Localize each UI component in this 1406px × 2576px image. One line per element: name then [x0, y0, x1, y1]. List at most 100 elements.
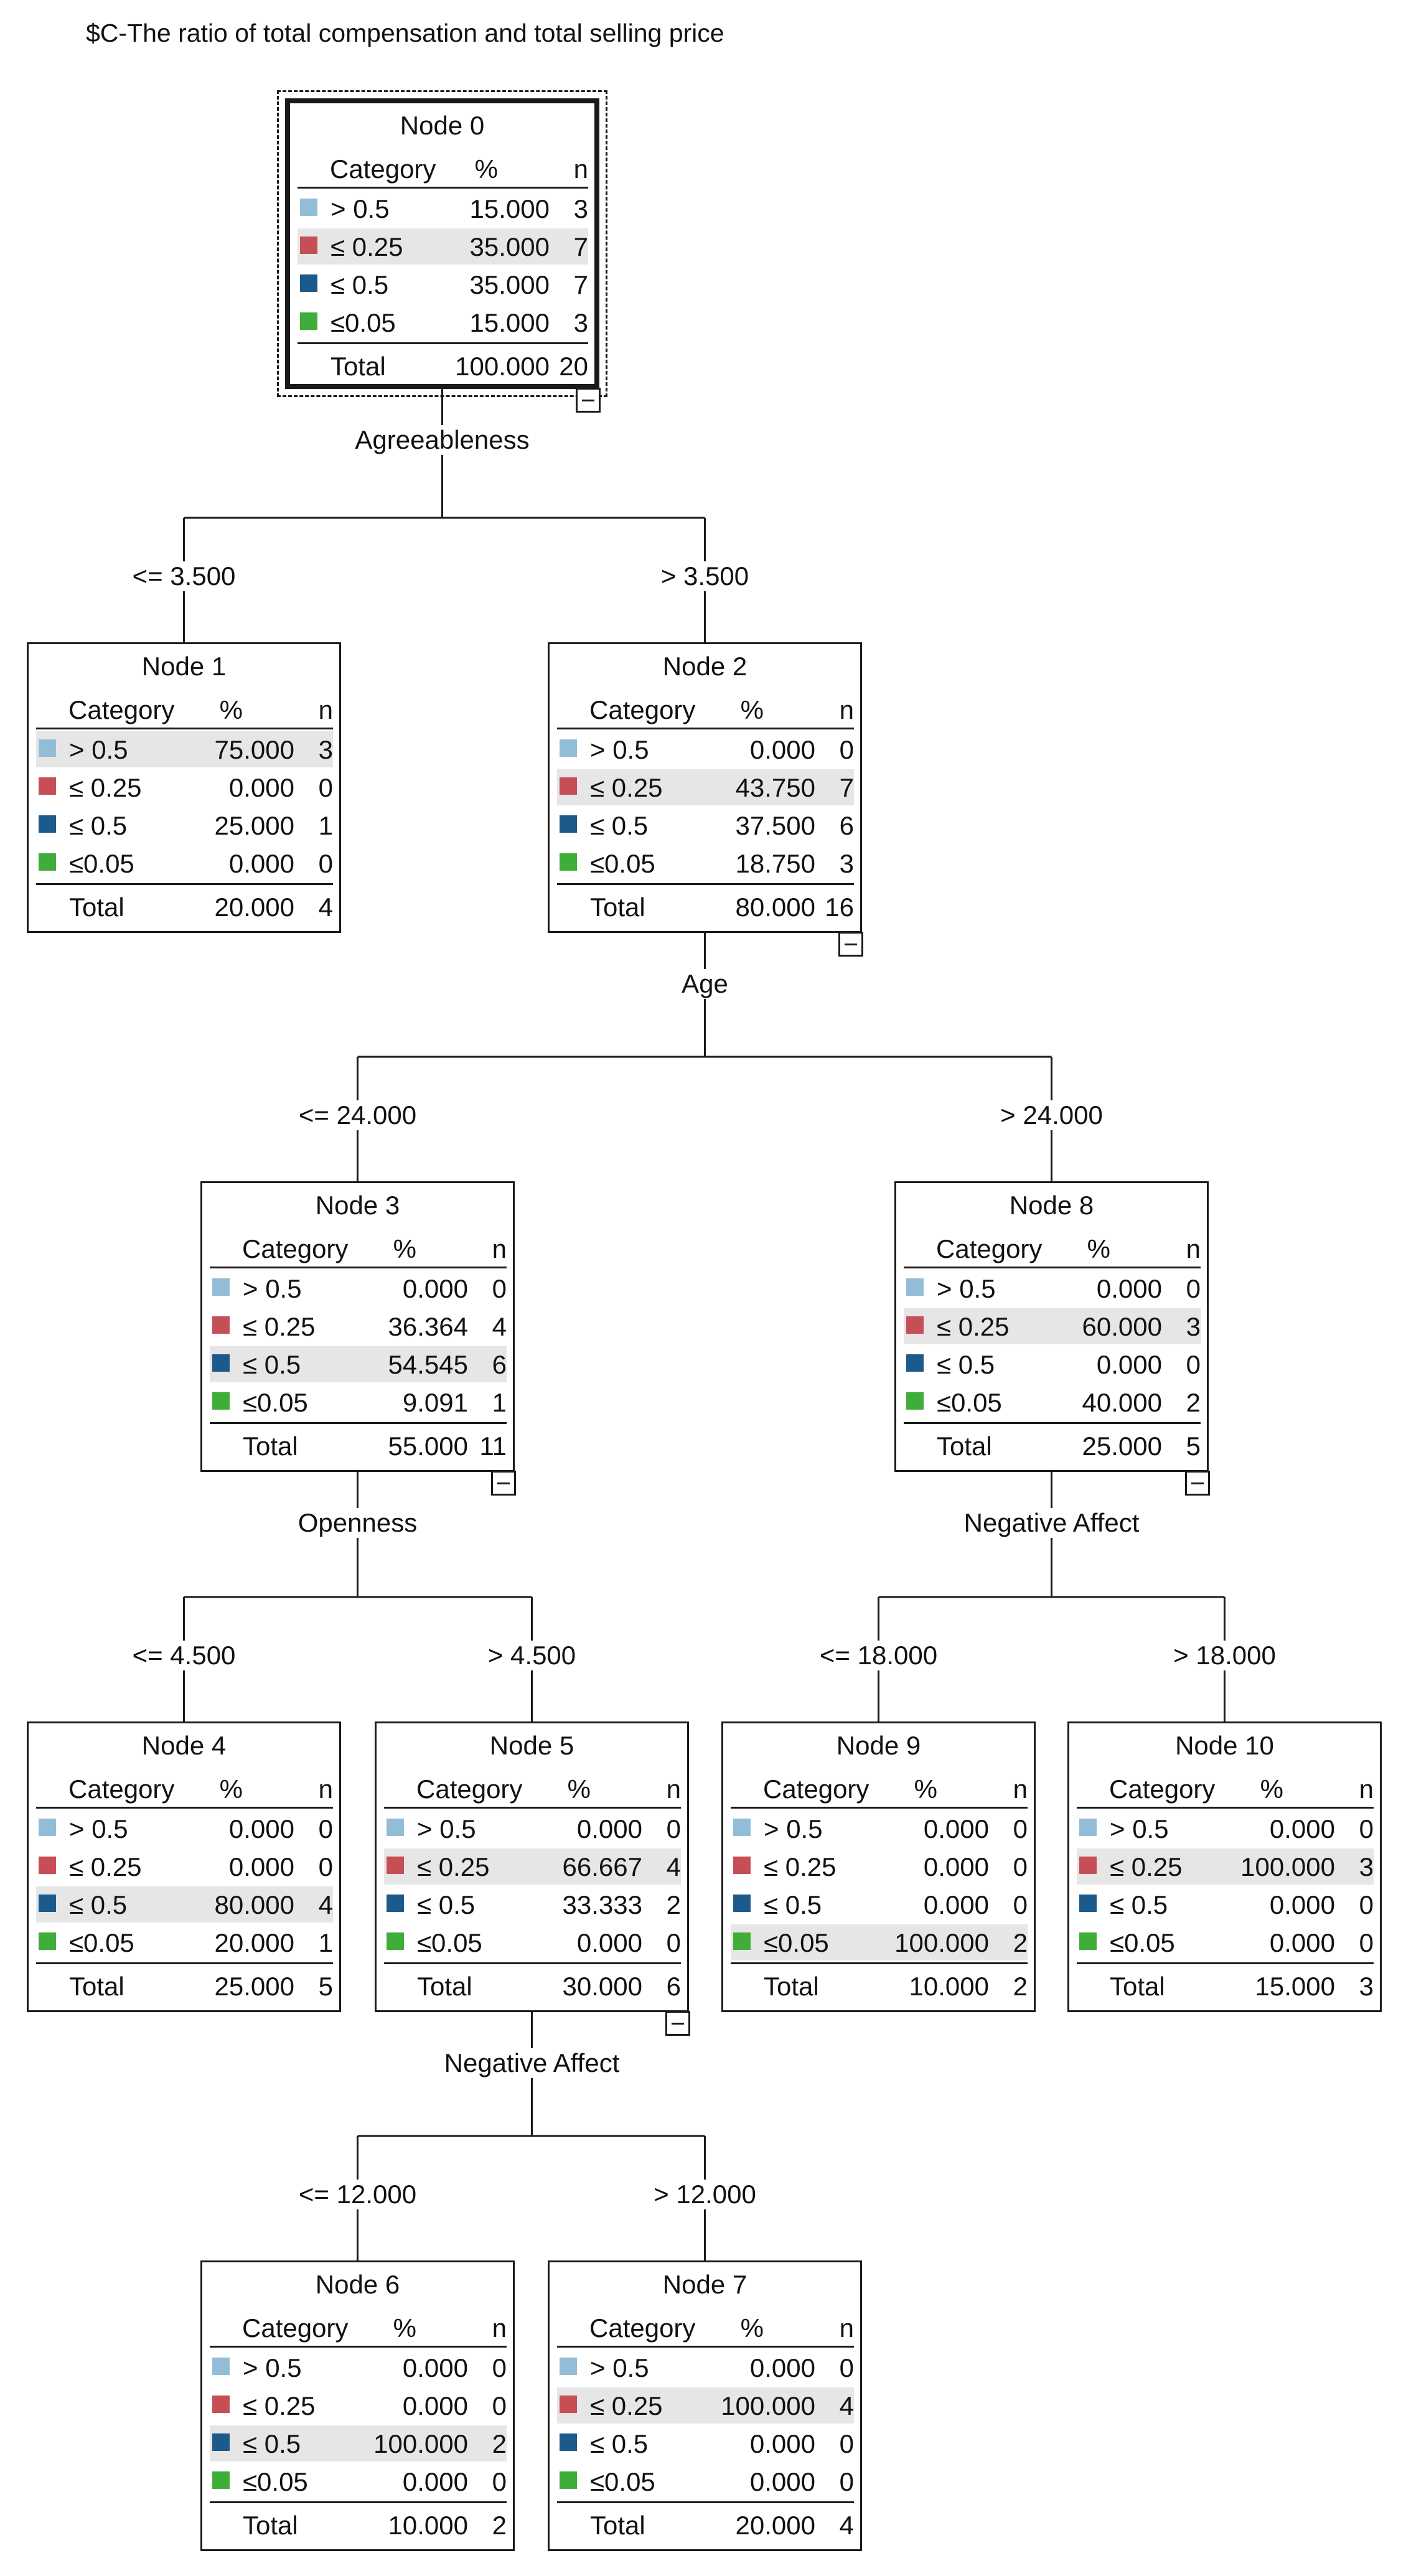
category-swatch: [39, 739, 56, 757]
category-swatch: [39, 815, 56, 833]
node-title: Node 0: [400, 111, 485, 140]
divider: [298, 342, 588, 344]
category-percent: 36.364: [388, 1312, 468, 1341]
category-count: 0: [839, 735, 854, 764]
collapse-toggle-button[interactable]: [838, 932, 863, 957]
node-title: Node 10: [1175, 1731, 1274, 1760]
collapse-toggle-button[interactable]: [491, 1471, 516, 1496]
category-label: ≤ 0.5: [1110, 1890, 1168, 1919]
category-label: ≤0.05: [764, 1928, 829, 1957]
total-percent: 10.000: [388, 2511, 468, 2540]
branch-condition-label: <= 12.000: [296, 2180, 419, 2209]
total-count: 6: [666, 1972, 681, 2001]
header-n: n: [318, 695, 333, 724]
category-swatch: [906, 1392, 924, 1410]
category-swatch: [212, 2396, 230, 2413]
header-category: Category: [589, 2313, 696, 2343]
branch-condition-label: > 4.500: [485, 1641, 579, 1670]
category-label: ≤ 0.5: [69, 811, 128, 840]
total-percent: 55.000: [388, 1431, 468, 1461]
category-swatch: [733, 1857, 751, 1874]
category-count: 0: [492, 2391, 507, 2420]
total-count: 4: [318, 892, 333, 922]
category-swatch: [906, 1278, 924, 1296]
category-count: 2: [492, 2429, 507, 2458]
category-percent: 0.000: [1096, 1274, 1162, 1303]
divider: [36, 1807, 333, 1809]
category-count: 0: [318, 773, 333, 802]
category-label: ≤ 0.25: [937, 1312, 1010, 1341]
divider: [557, 883, 854, 885]
total-count: 11: [479, 1431, 507, 1461]
category-swatch: [387, 1819, 404, 1836]
collapse-toggle-button[interactable]: [1185, 1471, 1210, 1496]
header-n: n: [839, 2313, 854, 2343]
header-n: n: [1359, 1774, 1374, 1804]
category-percent: 80.000: [214, 1890, 294, 1919]
category-label: ≤0.05: [243, 1388, 308, 1417]
node-header-row: Category%n: [904, 1232, 1201, 1268]
category-percent: 18.750: [735, 849, 815, 878]
category-percent: 0.000: [923, 1814, 989, 1843]
category-label: ≤ 0.25: [69, 773, 142, 802]
header-category: Category: [1109, 1774, 1216, 1804]
collapse-toggle-button[interactable]: [576, 388, 601, 413]
split-variable-label: Negative Affect: [441, 2048, 622, 2078]
node-header-row: Category%n: [210, 1232, 507, 1268]
category-swatch: [39, 853, 56, 871]
total-label: Total: [69, 1972, 124, 2001]
category-label: ≤ 0.5: [243, 2429, 301, 2458]
collapse-toggle-button[interactable]: [665, 2011, 690, 2036]
category-label: ≤ 0.5: [937, 1350, 995, 1379]
category-label: > 0.5: [69, 1814, 128, 1843]
category-percent: 25.000: [214, 811, 294, 840]
category-label: ≤0.05: [590, 2467, 655, 2496]
total-count: 2: [492, 2511, 507, 2540]
header-n: n: [666, 1774, 681, 1804]
category-swatch: [387, 1895, 404, 1912]
category-percent: 43.750: [735, 773, 815, 802]
category-swatch: [1079, 1932, 1097, 1950]
category-label: ≤0.05: [243, 2467, 308, 2496]
category-count: 0: [839, 2467, 854, 2496]
node-title: Node 7: [662, 2270, 748, 2299]
divider: [904, 1267, 1201, 1268]
node-header-row: Category%n: [731, 1772, 1028, 1808]
divider: [384, 1962, 681, 1964]
divider: [557, 728, 854, 729]
node-title: Node 5: [489, 1731, 574, 1760]
header-n: n: [318, 1774, 333, 1804]
category-label: ≤ 0.5: [590, 2429, 649, 2458]
category-label: ≤ 0.5: [69, 1890, 128, 1919]
category-percent: 0.000: [576, 1814, 642, 1843]
category-swatch: [300, 274, 317, 292]
category-count: 7: [573, 270, 588, 299]
category-percent: 54.545: [388, 1350, 468, 1379]
header-percent: %: [1260, 1774, 1283, 1804]
total-label: Total: [1110, 1972, 1165, 2001]
category-label: > 0.5: [243, 2353, 302, 2382]
total-count: 4: [839, 2511, 854, 2540]
category-percent: 35.000: [469, 232, 550, 261]
